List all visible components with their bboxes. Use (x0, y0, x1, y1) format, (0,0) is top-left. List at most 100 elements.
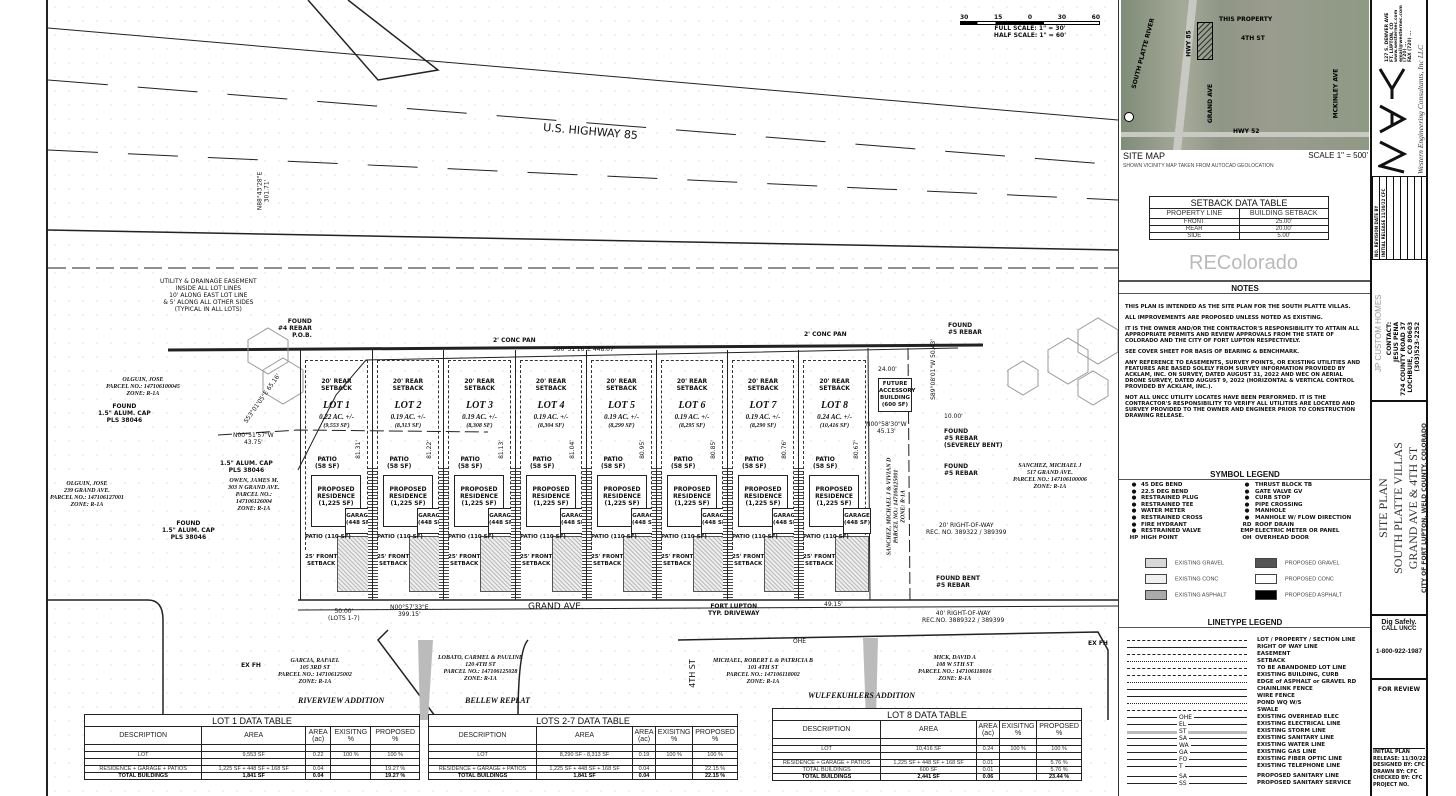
cell (692, 758, 738, 766)
sheet-title: SITE PLAN (1376, 478, 1390, 538)
company-name: Western Engineering Consultants, Inc LLC (1416, 44, 1425, 174)
label-line: RESIDENCE (532, 493, 570, 500)
label-line: 25' FRONT (448, 554, 481, 560)
cell (999, 738, 1038, 746)
conc-pan-label: 2' CONC PAN (493, 337, 536, 344)
note-item: THIS PLAN IS INTENDED AS THE SITE PLAN F… (1125, 304, 1351, 310)
cell: FRONT (1149, 218, 1240, 226)
contact-line: JESUS PENA (1393, 321, 1400, 362)
symbol-label: CURB STOP (1255, 495, 1291, 502)
label-line: RESIDENCE (460, 493, 498, 500)
symbol-item: ●WATER METER (1127, 508, 1203, 515)
label-line: (448 SF) (561, 520, 588, 526)
owner-line: ZONE: R-1A (900, 490, 907, 523)
linetype-label: PROPOSED SANITARY SERVICE (1257, 780, 1352, 786)
symbol-item: ●GATE VALVE GV (1239, 489, 1351, 496)
owner-line: ZONE: R-1A (237, 506, 271, 512)
cell: 9,553 SF (201, 751, 307, 759)
cell: 0.19 (631, 751, 657, 759)
side-setback-hatch (511, 468, 521, 598)
highway-edge-line (48, 229, 1118, 251)
scale-tick: 15 (993, 14, 1003, 21)
label-line: (1,225 SF) (318, 500, 354, 507)
owner-line: ZONE: R-1A (1033, 484, 1067, 490)
release-line: DRAWN BY: CFC (1373, 768, 1418, 775)
label-line: (1,225 SF) (461, 500, 497, 507)
contact-line: CONTACT: (1386, 321, 1393, 356)
note-line: UTILITY & DRAINAGE EASEMENT (160, 278, 257, 285)
label-line: PLS 38046 (228, 467, 265, 474)
side-setback-hatch (439, 468, 449, 598)
lot-acreage: 0.19 AC. +/- (604, 413, 639, 421)
linetype-label: EXISTING OVERHEAD ELEC (1257, 714, 1339, 720)
cell (330, 772, 372, 780)
label-line: PATIO (744, 456, 764, 463)
label-line: #4 REBAR (278, 325, 312, 332)
blank-row (427, 744, 738, 752)
side-setback-hatch (652, 468, 662, 598)
lot-square-feet: (8,304 SF) (537, 423, 565, 429)
linetype-label: SETBACK (1257, 658, 1286, 664)
note-line: INSIDE ALL LOT LINES (175, 285, 242, 292)
lot-square-feet: (9,553 SF) (323, 423, 350, 429)
symbol-label: FIRE HYDRANT (1141, 521, 1187, 528)
label-line: (448 SF) (489, 520, 516, 526)
owner-line: SANCHEZ, MICHAEL J & VIVIAN D (886, 457, 893, 556)
label-line: (1,225 SF) (390, 500, 426, 507)
cell: 1,225 SF + 448 SF + 168 SF (536, 765, 633, 773)
site-map-title: SITE MAP (1123, 151, 1166, 161)
table-title: SETBACK DATA TABLE (1149, 196, 1329, 209)
contact-line: 724 COUNTY ROAD 37 (1400, 321, 1407, 396)
lot-name: LOT 6 (678, 400, 706, 411)
hatch-swatch (1255, 590, 1277, 600)
label-line: (448 SF) (346, 520, 373, 526)
column-header: DESCRIPTION (771, 720, 882, 739)
symbol-icon: OH (1242, 534, 1252, 541)
bearing-text: N00°58'30"W (866, 421, 907, 428)
label-line: GARAGE (489, 513, 515, 519)
street-grand-ave: GRAND AVE. (528, 602, 584, 612)
cell (999, 766, 1038, 774)
side-setback-hatch (723, 468, 733, 598)
cell: 1,225 SF + 448 SF + 168 SF (880, 759, 977, 767)
label-line: FOUND (948, 322, 973, 329)
symbol-icon: ● (1244, 488, 1250, 495)
title-row: LOT 1 DATA TABLE (84, 714, 420, 727)
label-line: PATIO (603, 456, 623, 463)
rear-setback-line (591, 360, 652, 550)
label-line: 50.00' (334, 608, 354, 615)
proposed-concrete-driveway (337, 536, 371, 592)
cell: 0.01 (975, 766, 1001, 774)
cell (536, 744, 633, 752)
cell: SIDE (1149, 232, 1240, 240)
owner-line: SANCHEZ, MICHAEL J (1018, 463, 1082, 469)
found-rebar-label: FOUND#5 REBAR (948, 322, 982, 336)
revision-no-header: NO. (1374, 248, 1379, 257)
label-line: RESIDENCE (389, 493, 427, 500)
linetype-sample (1127, 710, 1247, 711)
linetype-label: EXISTING BUILDING, CURB (1257, 672, 1339, 678)
project-city: CITY OF FORT LUPTON, WELD COUNTY, COLORA… (1421, 422, 1428, 594)
cell: 100 % (692, 751, 738, 759)
lot-name: LOT 7 (749, 400, 777, 411)
revision-by: CFC (1381, 188, 1386, 198)
cell (999, 773, 1038, 781)
hatch-item: EXISTING CONC (1145, 574, 1255, 584)
contact-line: (303)523-2252 (1414, 321, 1421, 372)
symbol-label: RESTRAINED PLUG (1141, 495, 1199, 502)
hatch-label: EXISTING GRAVEL (1175, 560, 1225, 567)
cell (201, 744, 307, 752)
rear-setback-line (661, 360, 723, 550)
label-line: (58 SF) (742, 463, 767, 470)
note-line: & 5' ALONG ALL OTHER SIDES (163, 299, 254, 306)
lot-depth: 80.76' (781, 440, 789, 459)
linetype-sample (1127, 703, 1247, 704)
